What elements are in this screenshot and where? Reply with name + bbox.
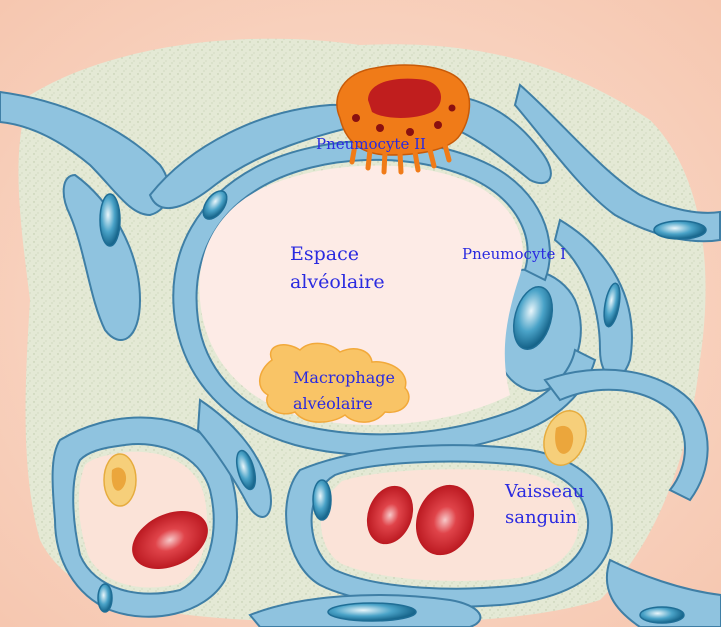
label-vessel-line1: Vaisseau — [504, 481, 584, 502]
label-alveolar-space-line2: alvéolaire — [290, 271, 385, 293]
label-pneumocyte-i: Pneumocyte I — [462, 245, 566, 263]
label-pneumocyte-ii: Pneumocyte II — [316, 135, 426, 153]
label-vessel-line2: sanguin — [505, 507, 577, 528]
label-alveolar-space-line1: Espace — [290, 243, 359, 265]
label-macrophage-line2: alvéolaire — [293, 394, 373, 413]
label-macrophage-line1: Macrophage — [293, 368, 395, 387]
